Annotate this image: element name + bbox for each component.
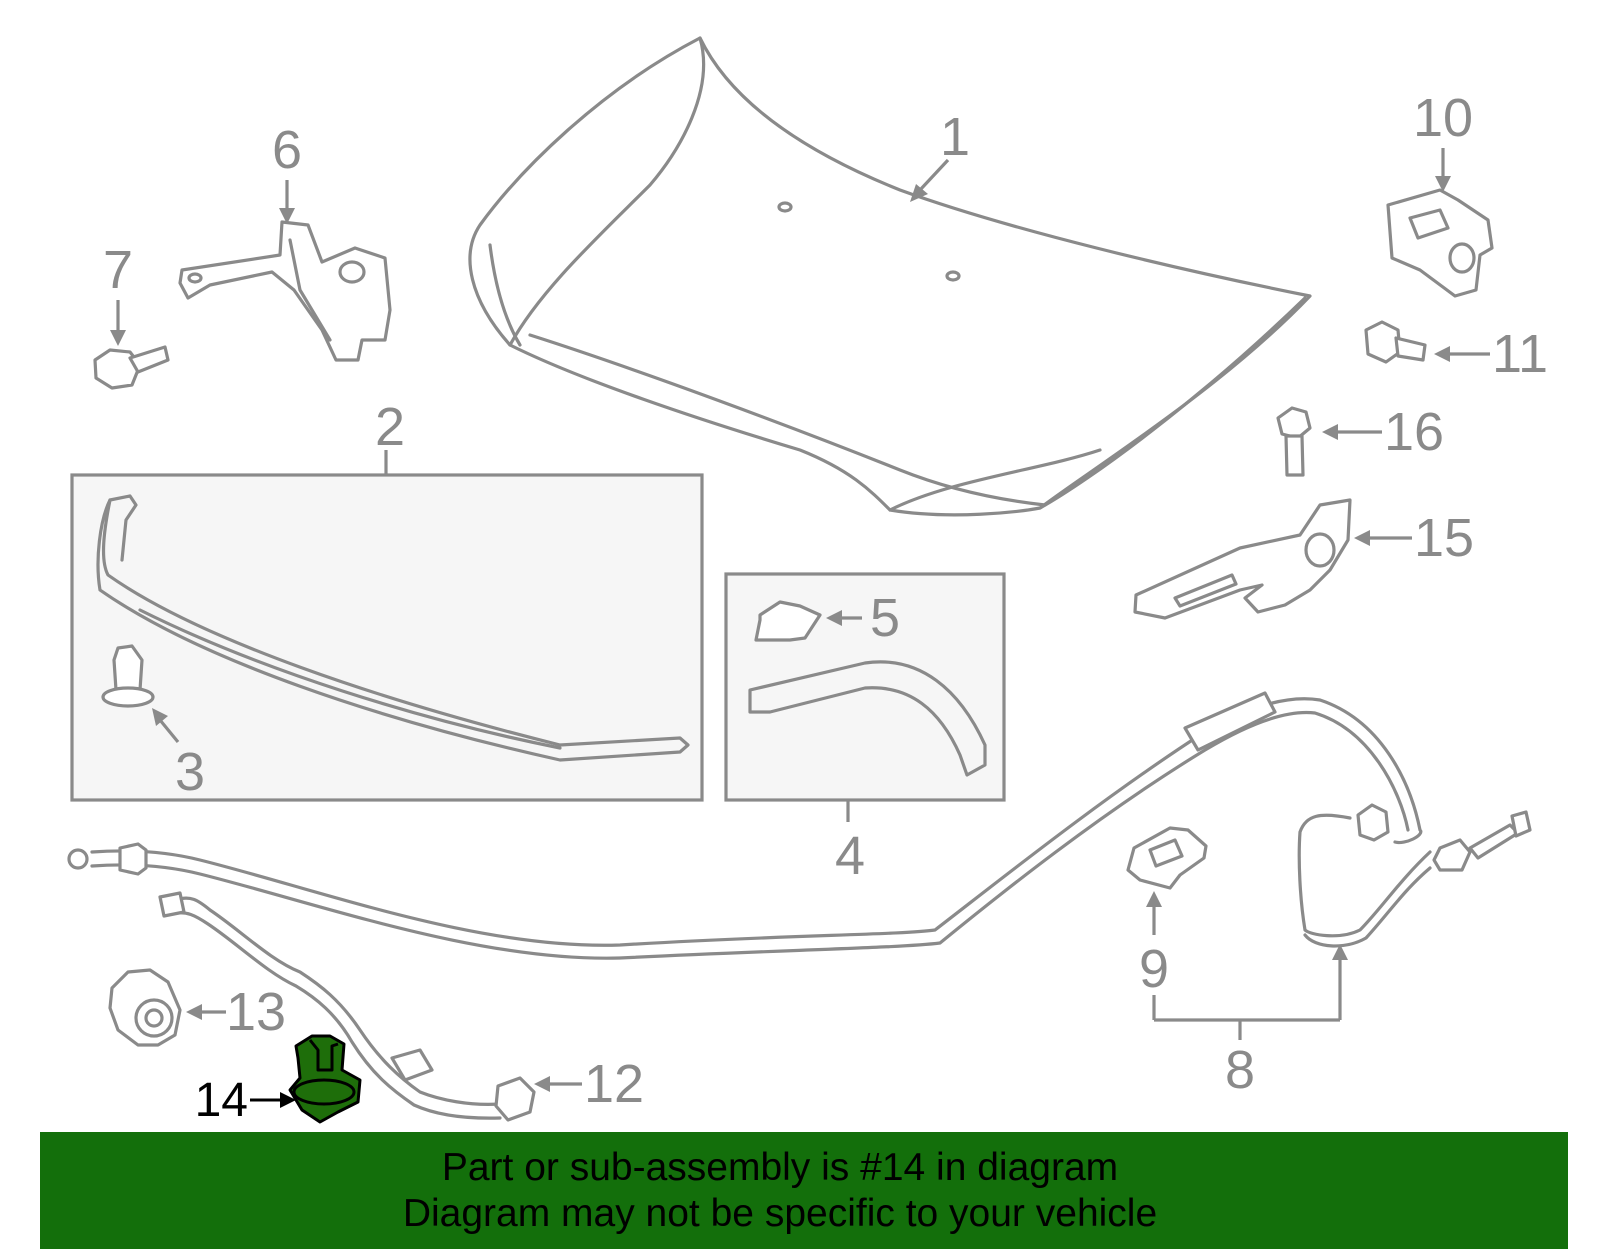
- callout-16: 16: [1384, 402, 1444, 462]
- banner-line-2: Diagram may not be specific to your vehi…: [402, 1192, 1158, 1235]
- part-3-clip[interactable]: [101, 644, 155, 708]
- callout-4: 4: [835, 826, 865, 886]
- callout-13: 13: [226, 982, 286, 1042]
- part-11-bolt[interactable]: [1364, 320, 1427, 364]
- callout-9: 9: [1139, 939, 1169, 999]
- part-13-grommet[interactable]: [108, 968, 182, 1047]
- part-6-latch[interactable]: [178, 220, 392, 362]
- callout-11: 11: [1492, 324, 1548, 384]
- callout-2: 2: [375, 397, 405, 457]
- leader-lines: [110, 148, 1490, 1092]
- part-10-striker[interactable]: [1386, 188, 1494, 298]
- part-15-hinge[interactable]: [1133, 498, 1352, 620]
- part-12-cable[interactable]: [158, 891, 536, 1122]
- part-2-seal[interactable]: [96, 494, 690, 762]
- callout-3: 3: [175, 742, 205, 802]
- part-2-group-box: [70, 473, 704, 802]
- part-16-bolt[interactable]: [1276, 406, 1312, 477]
- callout-7: 7: [103, 240, 133, 300]
- part-8-cable[interactable]: [67, 691, 1532, 960]
- part-7-bolt[interactable]: [93, 345, 170, 390]
- part-14-clip-highlighted[interactable]: [288, 1034, 362, 1124]
- callout-8: 8: [1225, 1040, 1255, 1100]
- part-4-seal[interactable]: [748, 660, 987, 777]
- callout-5: 5: [870, 588, 900, 648]
- callout-10: 10: [1413, 88, 1473, 148]
- info-banner: Part or sub-assembly is #14 in diagram D…: [40, 1132, 1568, 1249]
- callout-12: 12: [584, 1054, 644, 1114]
- part-5-clip[interactable]: [754, 600, 822, 642]
- callout-14: 14: [195, 1074, 248, 1127]
- callout-15: 15: [1414, 508, 1474, 568]
- part-9-clip[interactable]: [1126, 826, 1208, 890]
- banner-line-1: Part or sub-assembly is #14 in diagram: [441, 1146, 1119, 1189]
- callout-6: 6: [272, 120, 302, 180]
- callout-14-arrow: [250, 1092, 296, 1108]
- part-1-hood[interactable]: [468, 36, 1312, 517]
- callout-1: 1: [940, 107, 970, 167]
